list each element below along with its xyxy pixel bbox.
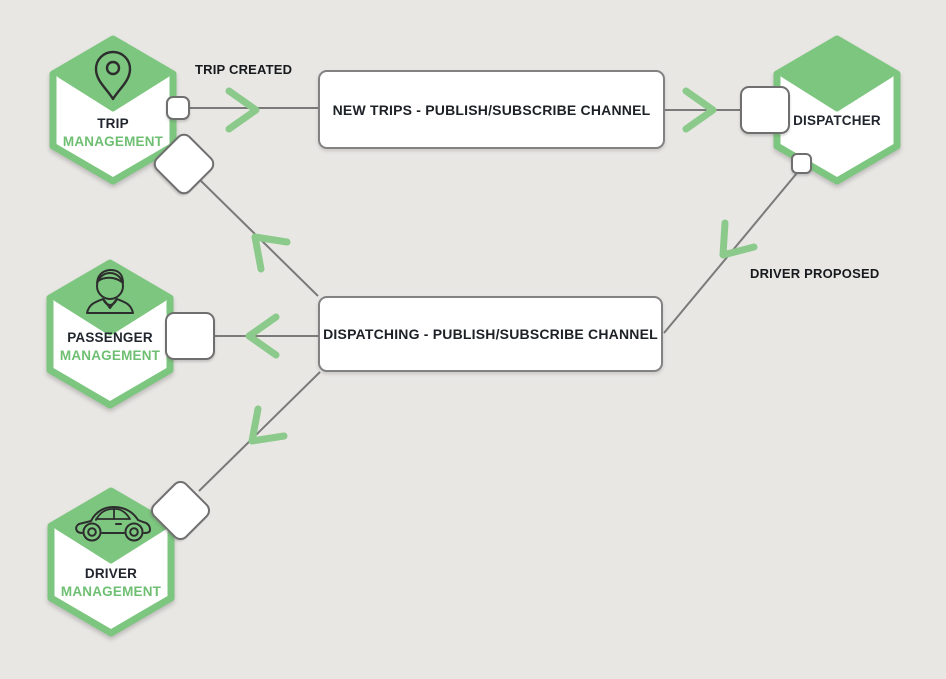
trip-output-port: [166, 96, 190, 120]
arrowhead-up-left: [251, 233, 291, 273]
hexagon-shape: [46, 259, 174, 409]
passenger-management-node: [45, 258, 175, 410]
dispatcher-label: DISPATCHER: [772, 112, 902, 130]
edge-trip-to-newtrips: [190, 87, 318, 133]
node-subtitle: MANAGEMENT: [60, 584, 162, 599]
dispatcher-node: [772, 34, 902, 186]
arrowhead-down-left: [248, 405, 288, 445]
driver-proposed-edge-label: DRIVER PROPOSED: [750, 266, 880, 281]
arrowhead-down-left: [719, 219, 758, 259]
new-trips-channel-box: NEW TRIPS - PUBLISH/SUBSCRIBE CHANNEL: [318, 70, 665, 149]
hexagon-shape: [49, 35, 177, 185]
node-title: DISPATCHER: [793, 113, 881, 128]
edge-dispatching-to-driver: [198, 371, 321, 492]
edge-dispatching-to-trip: [198, 178, 319, 297]
trip-management-node: [48, 34, 178, 186]
channel-label: NEW TRIPS - PUBLISH/SUBSCRIBE CHANNEL: [332, 101, 651, 118]
trip-management-label: TRIP MANAGEMENT: [48, 115, 178, 151]
dispatcher-output-port: [791, 153, 812, 174]
passenger-management-label: PASSENGER MANAGEMENT: [45, 329, 175, 365]
driver-management-node: [46, 486, 176, 638]
arrowhead-right: [225, 87, 260, 133]
node-title: TRIP: [97, 116, 129, 131]
driver-management-label: DRIVER MANAGEMENT: [46, 565, 176, 601]
edge-newtrips-to-dispatcher: [665, 87, 740, 133]
node-subtitle: MANAGEMENT: [59, 348, 161, 363]
trip-created-edge-label: TRIP CREATED: [195, 62, 293, 77]
arrowhead-left: [245, 313, 280, 359]
car-icon: [75, 506, 151, 542]
edge-dispatcher-to-dispatching: [663, 172, 798, 334]
arrowhead-right: [682, 87, 717, 133]
person-icon: [86, 269, 134, 314]
node-title: PASSENGER: [67, 330, 153, 345]
hexagon-shape: [47, 487, 175, 637]
node-title: DRIVER: [84, 566, 138, 581]
hexagon-shape: [773, 35, 901, 185]
passenger-input-port: [165, 312, 215, 360]
node-subtitle: MANAGEMENT: [62, 134, 164, 149]
location-pin-icon: [94, 50, 132, 101]
dispatcher-input-port: [740, 86, 790, 134]
edge-dispatching-to-passenger: [215, 313, 318, 359]
channel-label: DISPATCHING - PUBLISH/SUBSCRIBE CHANNEL: [323, 326, 658, 342]
dispatching-channel-box: DISPATCHING - PUBLISH/SUBSCRIBE CHANNEL: [318, 296, 663, 372]
